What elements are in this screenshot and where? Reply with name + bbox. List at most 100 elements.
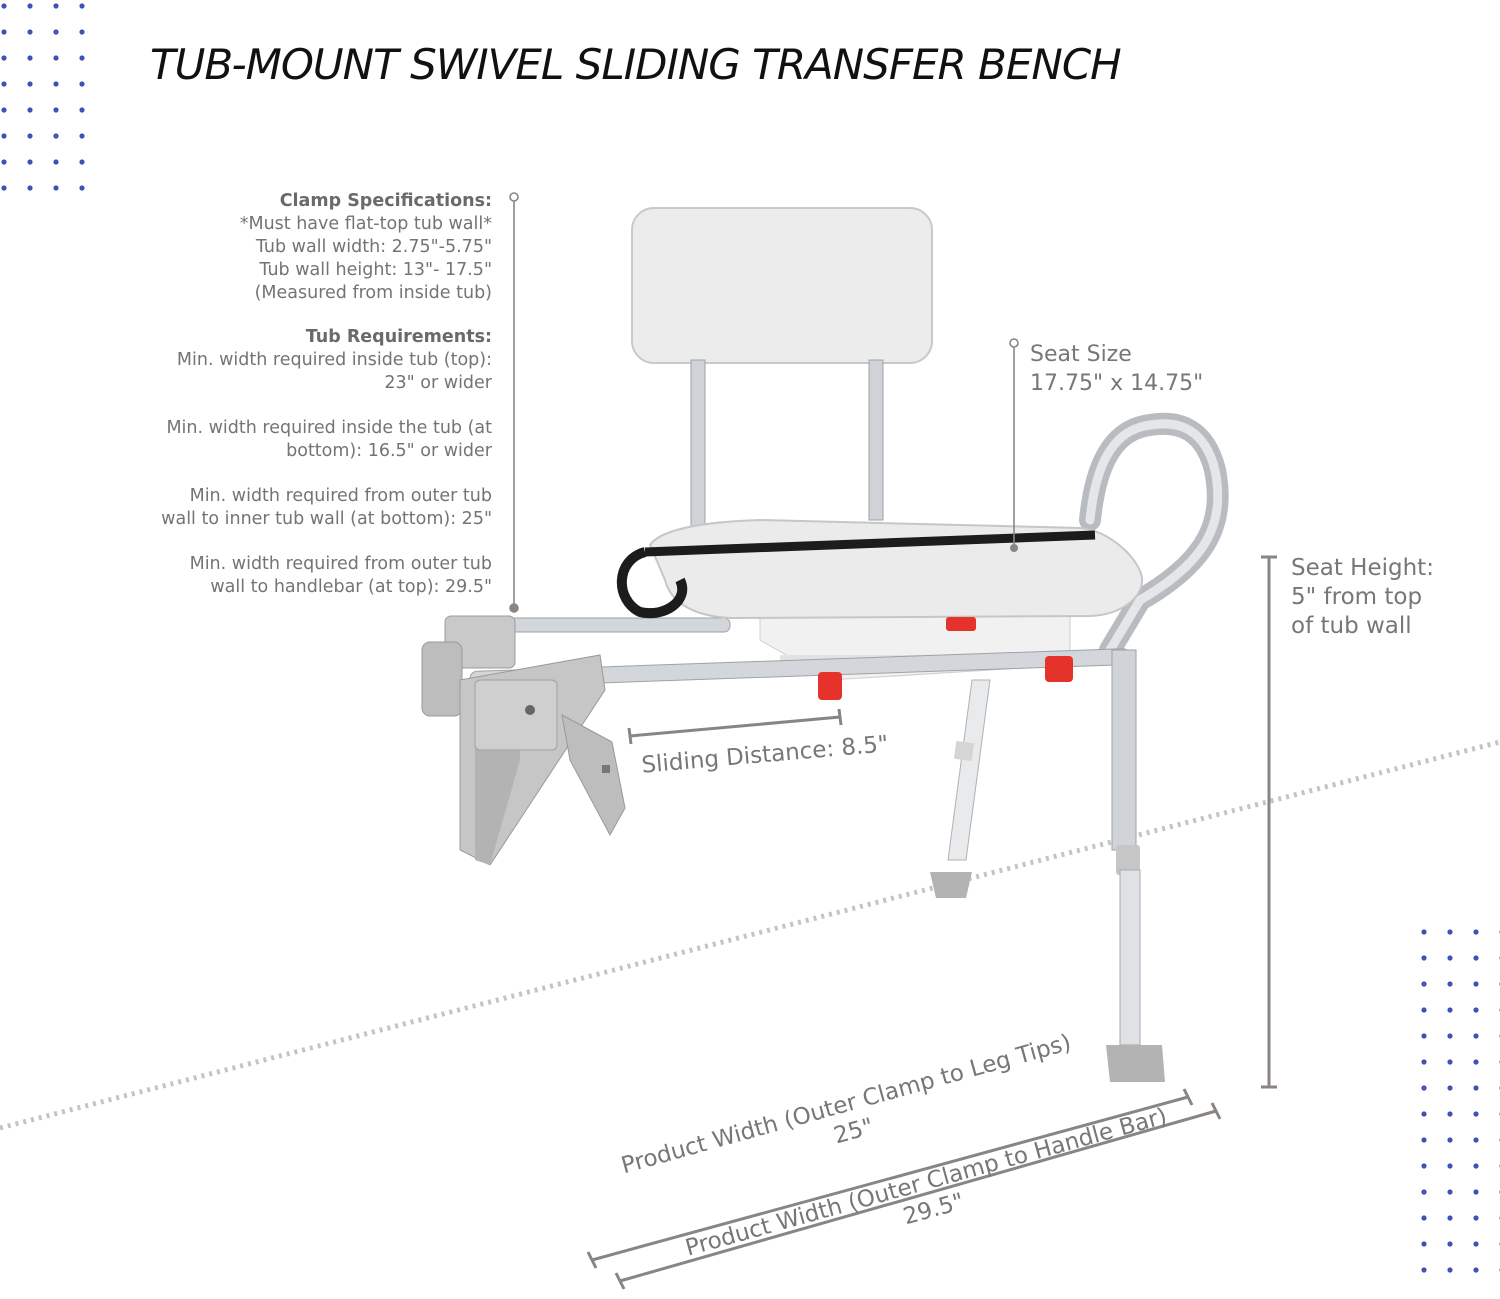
dot (53, 81, 59, 87)
dot (1, 133, 7, 139)
dot (79, 185, 85, 191)
dot (1421, 1267, 1427, 1273)
dot (1447, 1163, 1453, 1169)
dot (1447, 1189, 1453, 1195)
dot (1421, 929, 1427, 935)
tub-requirement-item: Min. width required from outer tub wall … (120, 485, 492, 531)
dot (1473, 1189, 1479, 1195)
dot (1447, 981, 1453, 987)
dot (1447, 929, 1453, 935)
tub-requirement-line: wall to inner tub wall (at bottom): 25" (161, 509, 492, 529)
width-handle-bar-dimension (614, 1102, 1222, 1290)
dot (1447, 1007, 1453, 1013)
dot (79, 29, 85, 35)
dot (1421, 1241, 1427, 1247)
tub-requirement-line: 23" or wider (384, 373, 492, 393)
clamp-spec-line: Tub wall width: 2.75"-5.75" (255, 237, 492, 257)
clamp-spec-leader (509, 192, 519, 613)
dot (53, 159, 59, 165)
width-leg-tips-dimension (586, 1088, 1194, 1269)
dot (27, 81, 33, 87)
dot (79, 133, 85, 139)
seat-strap (644, 530, 1096, 557)
dot (1447, 1085, 1453, 1091)
tub-requirement-line: Min. width required inside tub (top): (176, 350, 492, 370)
release-lever (1045, 656, 1073, 682)
dot (1447, 1241, 1453, 1247)
dot (79, 81, 85, 87)
dot (27, 185, 33, 191)
seat-size-callout: Seat Size 17.75" x 14.75" (1030, 340, 1203, 398)
tub-requirement-line: Min. width required from outer tub (189, 554, 492, 574)
dot (1473, 1111, 1479, 1117)
dot-pattern-top-left (1, 3, 85, 191)
dot (27, 29, 33, 35)
dot (79, 107, 85, 113)
seat-height-dimension (1261, 555, 1277, 1089)
dot (53, 29, 59, 35)
dot (1447, 1111, 1453, 1117)
dot (1447, 1267, 1453, 1273)
dot (1473, 1033, 1479, 1039)
dot (1421, 1085, 1427, 1091)
dot (1473, 1241, 1479, 1247)
dot (53, 185, 59, 191)
dot (1, 185, 7, 191)
page-title: TUB-MOUNT SWIVEL SLIDING TRANSFER BENCH (150, 40, 1122, 89)
dot (1421, 1111, 1427, 1117)
dot (1473, 1007, 1479, 1013)
dot (1473, 1163, 1479, 1169)
dot (1447, 1059, 1453, 1065)
dot (1447, 1137, 1453, 1143)
tub-requirement-item: Min. width required from outer tub wall … (120, 553, 492, 599)
dot (1421, 1033, 1427, 1039)
seat-size-leader (1009, 338, 1019, 546)
dot (1473, 1059, 1479, 1065)
dot (27, 3, 33, 9)
dot (53, 107, 59, 113)
dot (1, 81, 7, 87)
seat-height-callout: Seat Height: 5" from top of tub wall (1291, 554, 1434, 641)
dot (53, 133, 59, 139)
tub-requirement-item: Min. width required inside the tub (at b… (120, 417, 492, 463)
dot (1421, 1137, 1427, 1143)
dot (1, 107, 7, 113)
dot (1473, 1267, 1479, 1273)
dot (1473, 1137, 1479, 1143)
dot (1, 159, 7, 165)
dot (1421, 1059, 1427, 1065)
dot (1473, 1085, 1479, 1091)
dot (1421, 1189, 1427, 1195)
clamp-spec-line: *Must have flat-top tub wall* (239, 214, 492, 234)
dotted-floor-line (0, 739, 1500, 1131)
tub-requirements: Tub Requirements: Min. width required in… (120, 326, 492, 599)
dot (79, 55, 85, 61)
seat-height-line: 5" from top (1291, 584, 1423, 610)
dot (1447, 1215, 1453, 1221)
dot-pattern-bottom-right (1421, 929, 1500, 1273)
dot (53, 55, 59, 61)
seat-size-label: Seat Size (1030, 342, 1132, 367)
dot (27, 133, 33, 139)
tub-requirement-line: wall to handlebar (at top): 29.5" (210, 577, 492, 597)
tub-requirement-line: Min. width required inside the tub (at (166, 418, 492, 438)
dot (1473, 1215, 1479, 1221)
dot (1421, 1215, 1427, 1221)
dot (79, 3, 85, 9)
dot (1421, 981, 1427, 987)
dot (1447, 955, 1453, 961)
clamp-specifications: Clamp Specifications: *Must have flat-to… (120, 190, 492, 305)
seat-height-line: of tub wall (1291, 613, 1412, 639)
dot (1, 3, 7, 9)
dot (27, 159, 33, 165)
dot (1473, 981, 1479, 987)
dot (1, 29, 7, 35)
release-lever (946, 617, 976, 631)
back-leg (930, 679, 991, 898)
seat-backrest (631, 207, 933, 364)
tub-requirement-item: Min. width required inside tub (top): 23… (120, 349, 492, 395)
front-leg (1106, 649, 1165, 1082)
seat-height-line: Seat Height: (1291, 555, 1434, 581)
dot (27, 107, 33, 113)
